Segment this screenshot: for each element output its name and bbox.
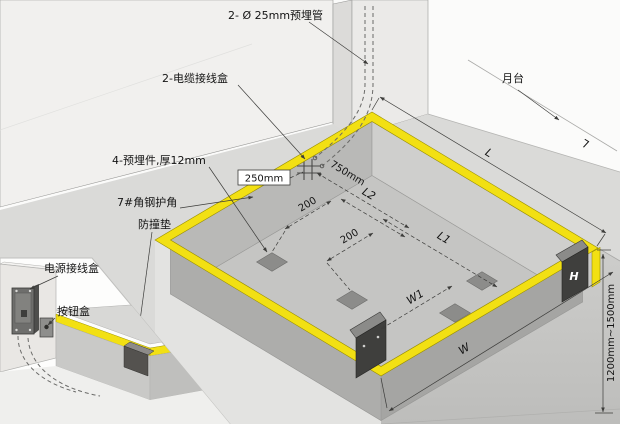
ground-line	[380, 408, 620, 424]
leader-button-box	[47, 317, 56, 326]
button-box-button	[44, 324, 49, 330]
dim-label-pit-length: L	[483, 146, 495, 160]
callout-platform: 月台	[502, 71, 524, 85]
embedded-conduit-pipes	[312, 6, 374, 169]
power-box-screw	[15, 289, 18, 293]
inset-bumper-front	[123, 345, 149, 377]
power-box-screw	[28, 328, 32, 332]
inset-cable-2	[27, 337, 101, 397]
dim-ext-pit-length-2	[596, 233, 606, 247]
outer-dimensions: L L W 1200mm~1500mm	[371, 96, 617, 414]
pipe-end-2	[319, 163, 325, 169]
leader-embedded-pipes	[308, 21, 369, 65]
dim-label-L2: L2	[360, 185, 378, 203]
dim-label-platform-length: L	[579, 136, 591, 150]
dim-extension-1	[271, 230, 286, 253]
junction-box-symbol	[297, 159, 321, 180]
dim-label-pit-depth: H	[569, 270, 578, 283]
column-front-face	[351, 0, 429, 138]
callout-cable-junction-box: 2-电缆接线盒	[162, 71, 228, 85]
dim-label-dock-height: 1200mm~1500mm	[606, 284, 617, 382]
power-box-side	[34, 284, 39, 334]
callouts: 2- Ø 25mm预埋管 2-电缆接线盒 月台 4-预埋件,厚12mm 7#角钢…	[112, 8, 560, 344]
dim-line-200b	[326, 232, 374, 262]
bumper-left	[349, 311, 387, 379]
leader-cable-junction-box	[237, 84, 306, 160]
callout-bumper-pad: 防撞垫	[138, 217, 171, 231]
inset-ground	[0, 366, 230, 424]
dim-line-pit-length	[379, 96, 607, 234]
pipe-end-1	[312, 155, 318, 161]
embedded-plate-1	[256, 252, 288, 272]
bumper-bolt	[376, 335, 380, 339]
dim-extension-2	[326, 262, 351, 291]
back-wall-seam	[0, 43, 253, 131]
dim-box-250	[237, 169, 291, 186]
dim-line-pit-width	[388, 271, 614, 412]
dim-ext-pit-length-1	[371, 97, 380, 111]
power-box-screw	[28, 289, 32, 293]
callout-embedded-pipes: 2- Ø 25mm预埋管	[228, 8, 323, 22]
embedded-plate-2	[336, 290, 368, 310]
inset-cable-1	[17, 335, 77, 393]
callout-button-box: 按钮盒	[57, 304, 90, 318]
dim-label-L1: L1	[435, 229, 453, 247]
leader-power-junction-box	[29, 275, 59, 290]
callout-corner-angle-steel: 7#角钢护角	[117, 195, 177, 209]
dim-link-250	[289, 171, 304, 179]
dim-ext-pit-width	[380, 377, 388, 409]
power-box-door	[14, 292, 32, 324]
power-box-screw	[15, 328, 18, 332]
leader-platform	[517, 89, 560, 121]
callout-embedded-plates: 4-预埋件,厚12mm	[112, 154, 206, 167]
leader-embedded-plates	[208, 166, 268, 253]
dim-label-250: 250mm	[245, 174, 284, 185]
dim-line-200a	[284, 200, 332, 230]
leader-corner-angle-steel	[179, 195, 254, 209]
power-box-latch	[21, 310, 27, 317]
bumper-bolt	[362, 344, 366, 348]
callout-power-junction-box: 电源接线盒	[44, 261, 99, 275]
